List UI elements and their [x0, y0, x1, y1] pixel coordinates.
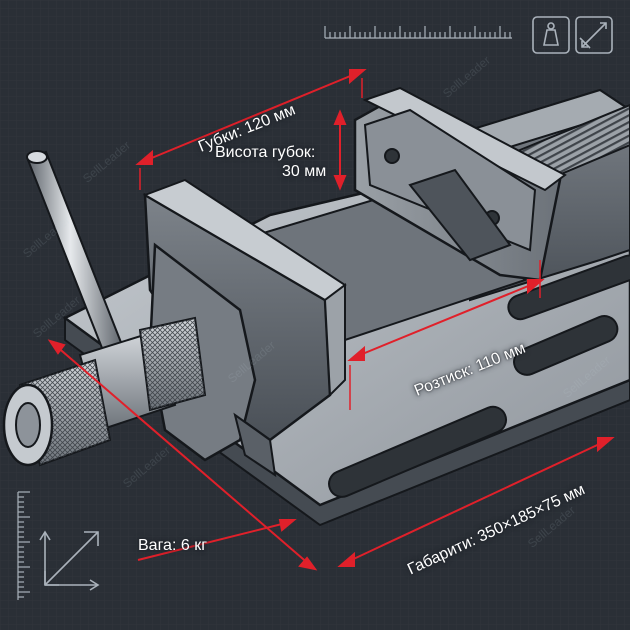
dim-arrow [298, 556, 318, 571]
dimension-lines [47, 69, 615, 571]
expand-arrows-icon [39, 530, 100, 591]
mounting-slot [513, 315, 619, 376]
ruler-left [17, 491, 30, 600]
dim-jaw-width-line [141, 71, 361, 163]
dim-arrow [527, 279, 545, 295]
mounting-slot [328, 405, 508, 498]
label-weight: Вага: 6 кг [138, 537, 208, 554]
mounting-slot [507, 254, 630, 321]
dim-arrow [347, 345, 365, 361]
dim-arrow [135, 149, 153, 165]
ruler-top [324, 26, 512, 39]
weight-leader-line [137, 521, 291, 561]
dim-arrow [333, 175, 347, 191]
dim-arrow [349, 69, 367, 85]
dim-arrow [47, 339, 66, 355]
dim-arrow [597, 437, 615, 453]
front-jaw [142, 178, 347, 478]
label-jaw-height-line2: 30 мм [282, 163, 327, 180]
weight-icon [532, 16, 570, 54]
dim-arrow [278, 519, 297, 532]
dim-opening-line [354, 281, 539, 358]
dim-arrow [333, 109, 347, 125]
handle [2, 150, 207, 467]
label-jaw-height-line1: Висота губок: [215, 144, 316, 161]
dimensions-icon [575, 16, 613, 54]
dim-overall-line [344, 439, 609, 564]
dim-arrow [337, 551, 355, 567]
